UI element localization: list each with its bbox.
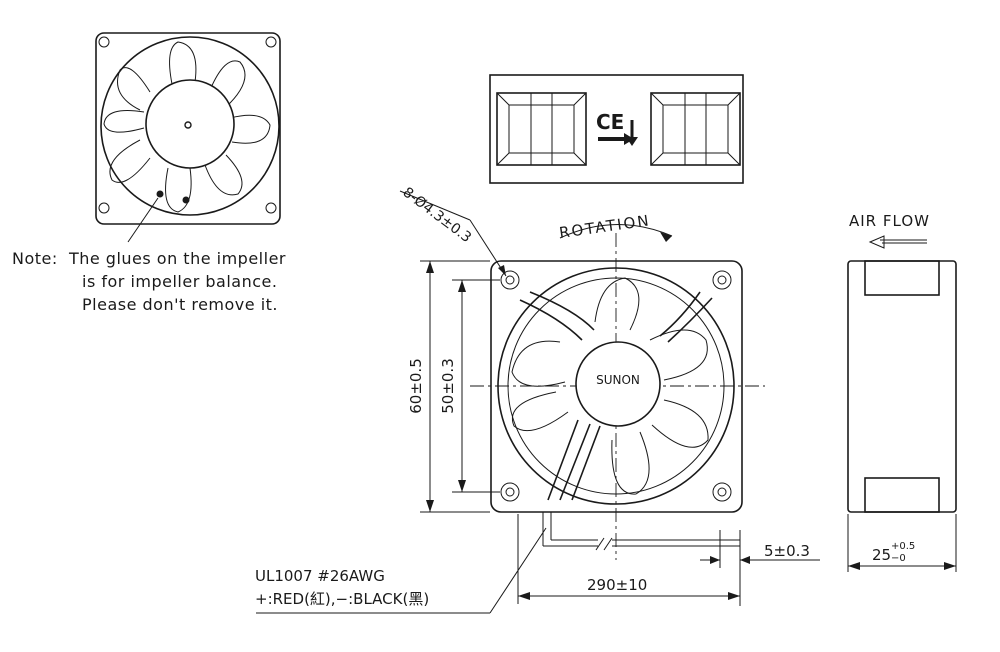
top-view-slot-left	[496, 92, 587, 166]
wire-colors-label: +:RED(紅),−:BLACK(黑)	[255, 590, 429, 608]
hole-spec-label: 8-Ø4.3±0.3	[400, 184, 475, 246]
mounting-holes	[500, 270, 732, 502]
thickness-tol-lower: −0	[891, 553, 906, 564]
rotation-arc	[559, 224, 673, 239]
brand-label: SUNON	[596, 373, 640, 387]
outer-dimension-label: 60±0.5	[407, 358, 425, 414]
top-view: CE	[489, 74, 744, 184]
note-line-1: Note: The glues on the impeller	[12, 249, 286, 268]
side-view: AIR FLOW 25 +0.5 −0	[847, 212, 957, 572]
ce-mark: CE	[596, 110, 624, 134]
air-flow-arrow-icon	[868, 235, 927, 249]
rotation-label: ROTATION	[558, 211, 652, 242]
hole-spacing-label: 50±0.3	[439, 358, 457, 414]
air-flow-label: AIR FLOW	[849, 212, 930, 230]
front-view-struts	[519, 291, 713, 501]
lead-wires	[542, 512, 740, 551]
wire-spec-label: UL1007 #26AWG	[255, 567, 385, 585]
note-line-3: Please don't remove it.	[82, 295, 278, 314]
back-view-blades	[103, 41, 271, 213]
rotation-arrow-icon	[660, 232, 672, 242]
back-view	[95, 32, 281, 243]
thickness-tol-upper: +0.5	[891, 541, 915, 552]
strip-length-label: 5±0.3	[764, 542, 810, 560]
front-view: SUNON ROTATION 8-Ø4.3±0.3 60±0.5 50±0.3	[255, 184, 820, 614]
arrow-down-icon	[598, 120, 638, 146]
note-line-2: is for impeller balance.	[82, 272, 278, 291]
wire-length-label: 290±10	[587, 576, 647, 594]
front-view-blades	[511, 277, 709, 495]
thickness-base-label: 25	[872, 546, 891, 564]
top-view-slot-right	[650, 92, 741, 166]
